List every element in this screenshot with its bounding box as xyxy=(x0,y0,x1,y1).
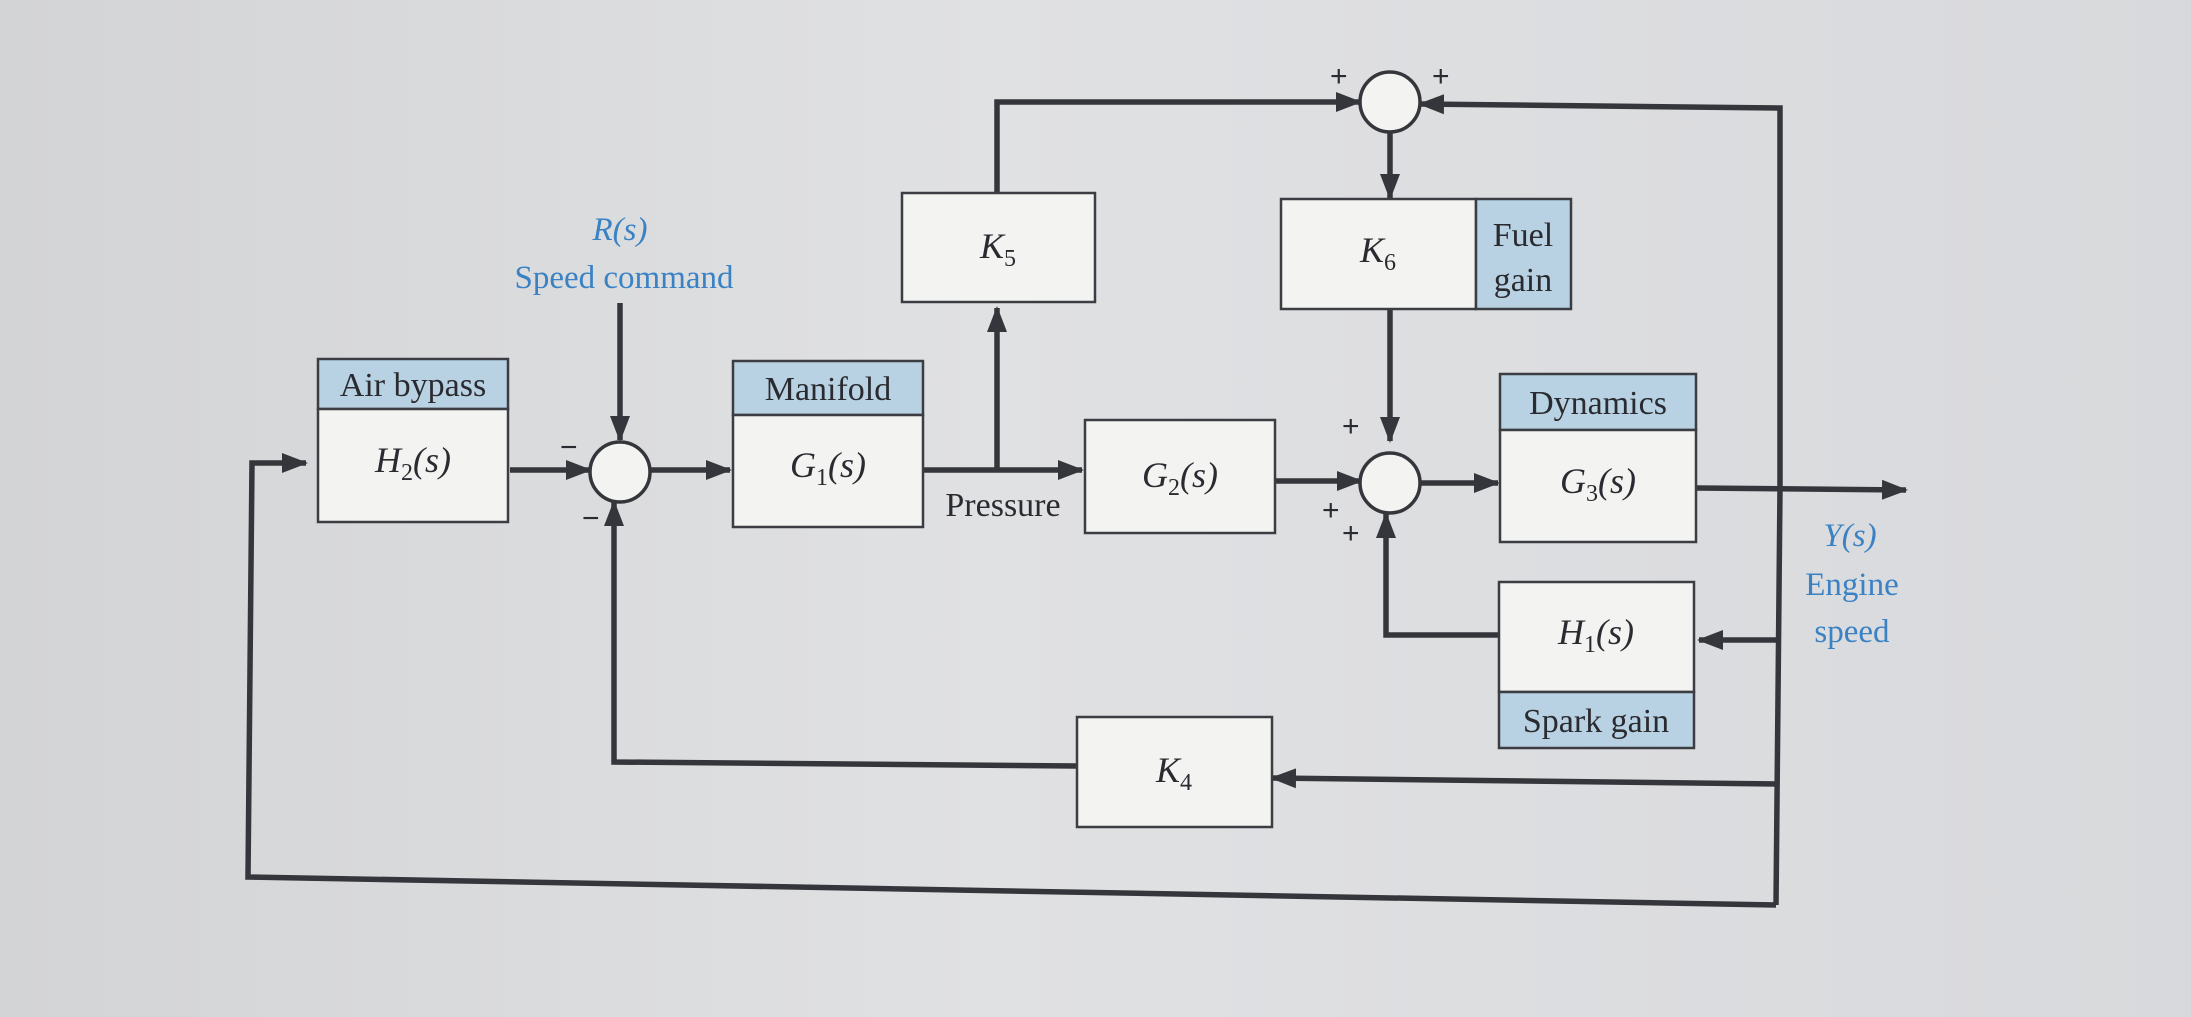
k6-tf: K6 xyxy=(1359,230,1396,276)
summing-junction-1 xyxy=(588,440,652,504)
wire-feedback-trunk xyxy=(1773,487,1783,906)
output-symbol-label: Y(s) xyxy=(1823,518,1876,554)
sign-sum2-top: + xyxy=(1342,410,1360,443)
wire-feedback-to-h2 xyxy=(245,453,1777,908)
sign-sum2-left: + xyxy=(1322,494,1340,527)
sign-sum2-bottom: + xyxy=(1342,517,1360,550)
block-k6: K6 Fuel gain xyxy=(1279,197,1573,311)
manifold-header: Manifold xyxy=(765,371,892,408)
wire-output xyxy=(1696,479,1908,500)
summing-junction-3 xyxy=(1358,70,1422,134)
sign-sum3-left: + xyxy=(1330,60,1348,93)
output-name-label-1: Engine xyxy=(1805,567,1898,603)
signal-wires xyxy=(245,92,1908,908)
manifold-tf: G1(s) xyxy=(790,445,866,491)
air-bypass-header: Air bypass xyxy=(340,367,486,404)
block-manifold: Manifold G1(s) xyxy=(731,359,925,529)
fuel-gain-label-1: Fuel xyxy=(1493,217,1553,254)
sign-sum1-left: − xyxy=(560,431,578,464)
spark-gain-label: Spark gain xyxy=(1523,703,1669,740)
g2-tf: G2(s) xyxy=(1142,455,1218,501)
input-name-label: Speed command xyxy=(514,260,734,296)
summing-junction-2 xyxy=(1358,451,1422,515)
block-k4: K4 xyxy=(1075,715,1274,829)
block-h1: H1(s) Spark gain xyxy=(1497,580,1696,750)
wire-feedback-to-sum3 xyxy=(1418,94,1783,488)
wire-h1-to-sum2 xyxy=(1376,512,1498,638)
wire-feedback-to-k4 xyxy=(1270,768,1779,789)
block-k5: K5 xyxy=(900,191,1097,304)
air-bypass-tf: H2(s) xyxy=(374,440,451,486)
sign-sum3-right: + xyxy=(1432,60,1450,93)
input-symbol-label: R(s) xyxy=(592,212,648,248)
h1-tf: H1(s) xyxy=(1557,612,1634,658)
wire-k5-to-sum3 xyxy=(994,92,1362,193)
wire-k4-to-sum1 xyxy=(604,500,1078,769)
output-name-label-2: speed xyxy=(1814,614,1890,650)
dynamics-tf: G3(s) xyxy=(1560,461,1636,507)
block-g2: G2(s) xyxy=(1083,418,1277,535)
k4-tf: K4 xyxy=(1155,750,1192,796)
block-air-bypass: Air bypass H2(s) xyxy=(316,357,510,524)
fuel-gain-label-2: gain xyxy=(1494,262,1553,299)
dynamics-header: Dynamics xyxy=(1529,385,1667,422)
block-dynamics: Dynamics G3(s) xyxy=(1498,372,1698,544)
pressure-label: Pressure xyxy=(945,487,1060,524)
sign-sum1-bottom: − xyxy=(582,502,600,535)
k5-tf: K5 xyxy=(979,226,1016,272)
